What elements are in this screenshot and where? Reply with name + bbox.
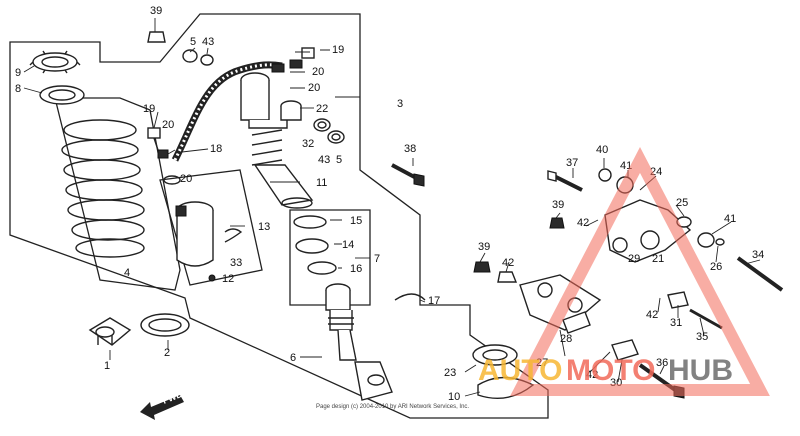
stopper-clip-2 [140,313,190,337]
label-37: 37 [566,157,578,169]
watermark-moto: MOTO [566,354,655,387]
label-42c: 42 [646,309,658,321]
label-9: 9 [15,67,21,79]
washer-32 [313,118,331,132]
damper-body-11 [240,72,314,209]
label-33: 33 [230,257,242,269]
label-20c: 20 [308,82,320,94]
collars-25-28-30 [562,216,692,361]
label-21: 21 [652,253,664,265]
label-35: 35 [696,331,708,343]
label-1: 1 [104,360,110,372]
cap-nut-39 [147,31,166,43]
group-frame-3 [9,13,549,419]
nut-39b [473,261,491,273]
label-19a: 19 [143,103,155,115]
label-39b: 39 [478,241,490,253]
cap-40 [598,168,612,182]
bolt-37 [547,170,583,192]
label-10: 10 [448,391,460,403]
label-41b: 41 [724,213,736,225]
label-11: 11 [316,177,327,189]
washer-5b [327,130,345,144]
label-15: 15 [350,215,362,227]
label-22: 22 [316,103,328,115]
coil-spring-4 [61,119,145,258]
spring-seat-1 [88,317,132,346]
bushing-5a-43a [182,49,214,66]
automotohub-watermark: AUTO MOTO HUB [478,147,770,396]
label-23: 23 [444,367,456,379]
label-14: 14 [342,239,354,251]
group-frame-7 [289,209,371,306]
label-40: 40 [596,144,608,156]
nut-39c [549,217,565,229]
label-31: 31 [670,317,682,329]
label-34: 34 [752,249,764,261]
copyright-text: Page design (c) 2004-2010 by ARI Network… [316,404,469,410]
damper-rod-6 [325,283,393,401]
label-38: 38 [404,143,416,155]
label-20b: 20 [312,66,324,78]
label-4: 4 [124,267,130,279]
label-42a: 42 [502,257,514,269]
label-43a: 43 [202,36,214,48]
label-25: 25 [676,197,688,209]
label-26: 26 [710,261,722,273]
label-42d: 42 [586,369,598,381]
part-number-labels: 39 5 43 9 8 19 20 19 20 20 3 22 18 32 43… [15,5,764,403]
label-39a: 39 [150,5,162,17]
label-7: 7 [374,253,380,265]
bolt-38 [391,163,425,187]
label-17: 17 [428,295,440,307]
o-rings-14-15-16 [293,215,337,275]
reservoir-tank [163,175,214,267]
lock-nut-8 [39,85,85,105]
label-16: 16 [350,263,362,275]
label-20a: 20 [162,119,174,131]
label-19b: 19 [332,44,344,56]
dust-seal-23 [472,344,518,366]
washer-41b-26 [697,232,725,248]
label-20d: 20 [180,173,192,185]
screw-12 [208,274,216,282]
label-6: 6 [290,352,296,364]
hose-fitting-bolt-19a [147,127,169,159]
fwd-arrow: FWD [140,389,184,420]
label-12: 12 [222,273,234,285]
collar-42a [497,271,518,283]
group-frame-4 [54,97,181,291]
bushing-31 [667,291,689,309]
label-32: 32 [302,138,314,150]
label-28: 28 [560,333,572,345]
circlip-17 [394,293,426,301]
watermark-auto: AUTO [478,354,562,387]
hose-fitting-bolt-19b [271,47,315,73]
label-39c: 39 [552,199,564,211]
reservoir-band-33 [224,228,243,243]
label-5a: 5 [190,36,196,48]
leader-lines [23,18,761,397]
spring-adjuster-nut-9 [29,50,81,74]
label-13: 13 [258,221,270,233]
bolt-34 [736,256,784,292]
label-8: 8 [15,83,21,95]
label-5b: 5 [336,154,342,166]
watermark-hub: HUB [668,354,733,387]
label-42b: 42 [577,217,589,229]
label-36: 36 [656,357,668,369]
bolt-35 [689,308,723,330]
label-18: 18 [210,143,222,155]
label-3: 3 [397,98,403,110]
label-43b: 43 [318,154,330,166]
damper-collar-22 [280,100,302,121]
label-29: 29 [628,253,640,265]
label-2: 2 [164,347,170,359]
